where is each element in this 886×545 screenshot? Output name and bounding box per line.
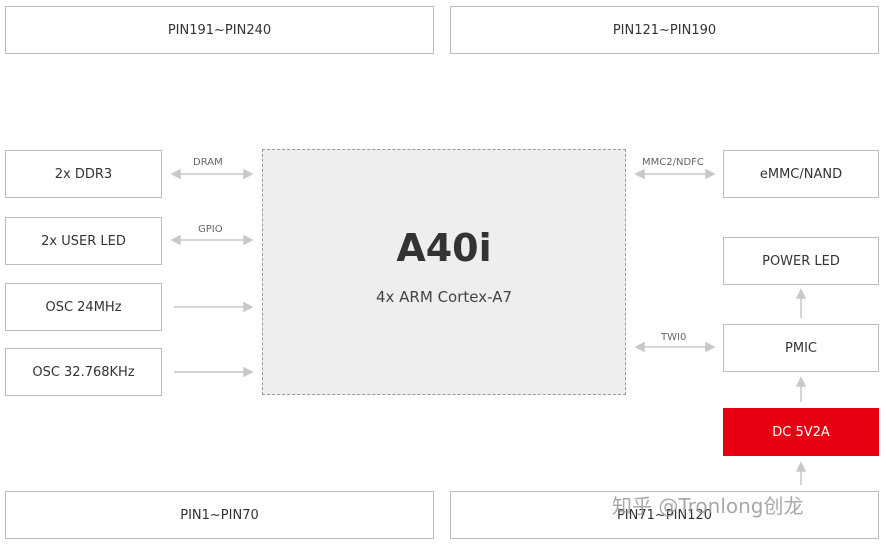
- mmc-bus-label: MMC2/NDFC: [642, 157, 704, 168]
- emmc-nand-label: eMMC/NAND: [759, 166, 843, 182]
- osc-32khz-block: OSC 32.768KHz: [5, 348, 162, 396]
- cpu-description: 4x ARM Cortex-A7: [375, 288, 512, 306]
- cpu-name: A40i: [396, 226, 492, 270]
- pin-header-label: PIN191~PIN240: [167, 22, 272, 38]
- pin-header-label: PIN71~PIN120: [616, 507, 713, 523]
- watermark-text: 知乎 @Tronlong创龙: [612, 494, 804, 518]
- emmc-nand-block: eMMC/NAND: [723, 150, 879, 198]
- ddr3-label: 2x DDR3: [54, 166, 113, 182]
- pin-header-top-left: PIN191~PIN240: [5, 6, 434, 54]
- power-led-block: POWER LED: [723, 237, 879, 285]
- gpio-bus-label: GPIO: [198, 224, 223, 235]
- pin-header-top-right: PIN121~PIN190: [450, 6, 879, 54]
- cpu-block: [262, 149, 626, 395]
- osc-24mhz-label: OSC 24MHz: [45, 299, 122, 315]
- pin-header-label: PIN1~PIN70: [180, 507, 259, 523]
- dc-input-label: DC 5V2A: [772, 424, 830, 440]
- power-led-label: POWER LED: [762, 253, 840, 269]
- osc-32khz-label: OSC 32.768KHz: [32, 364, 135, 380]
- user-led-label: 2x USER LED: [41, 233, 126, 249]
- dram-bus-label: DRAM: [193, 157, 223, 168]
- dc-input-block: DC 5V2A: [723, 408, 879, 456]
- ddr3-block: 2x DDR3: [5, 150, 162, 198]
- pin-header-label: PIN121~PIN190: [612, 22, 717, 38]
- pin-header-bottom-right: PIN71~PIN120: [450, 491, 879, 539]
- pmic-label: PMIC: [785, 340, 817, 356]
- pin-header-bottom-left: PIN1~PIN70: [5, 491, 434, 539]
- pmic-block: PMIC: [723, 324, 879, 372]
- osc-24mhz-block: OSC 24MHz: [5, 283, 162, 331]
- user-led-block: 2x USER LED: [5, 217, 162, 265]
- twi-bus-label: TWI0: [661, 332, 687, 343]
